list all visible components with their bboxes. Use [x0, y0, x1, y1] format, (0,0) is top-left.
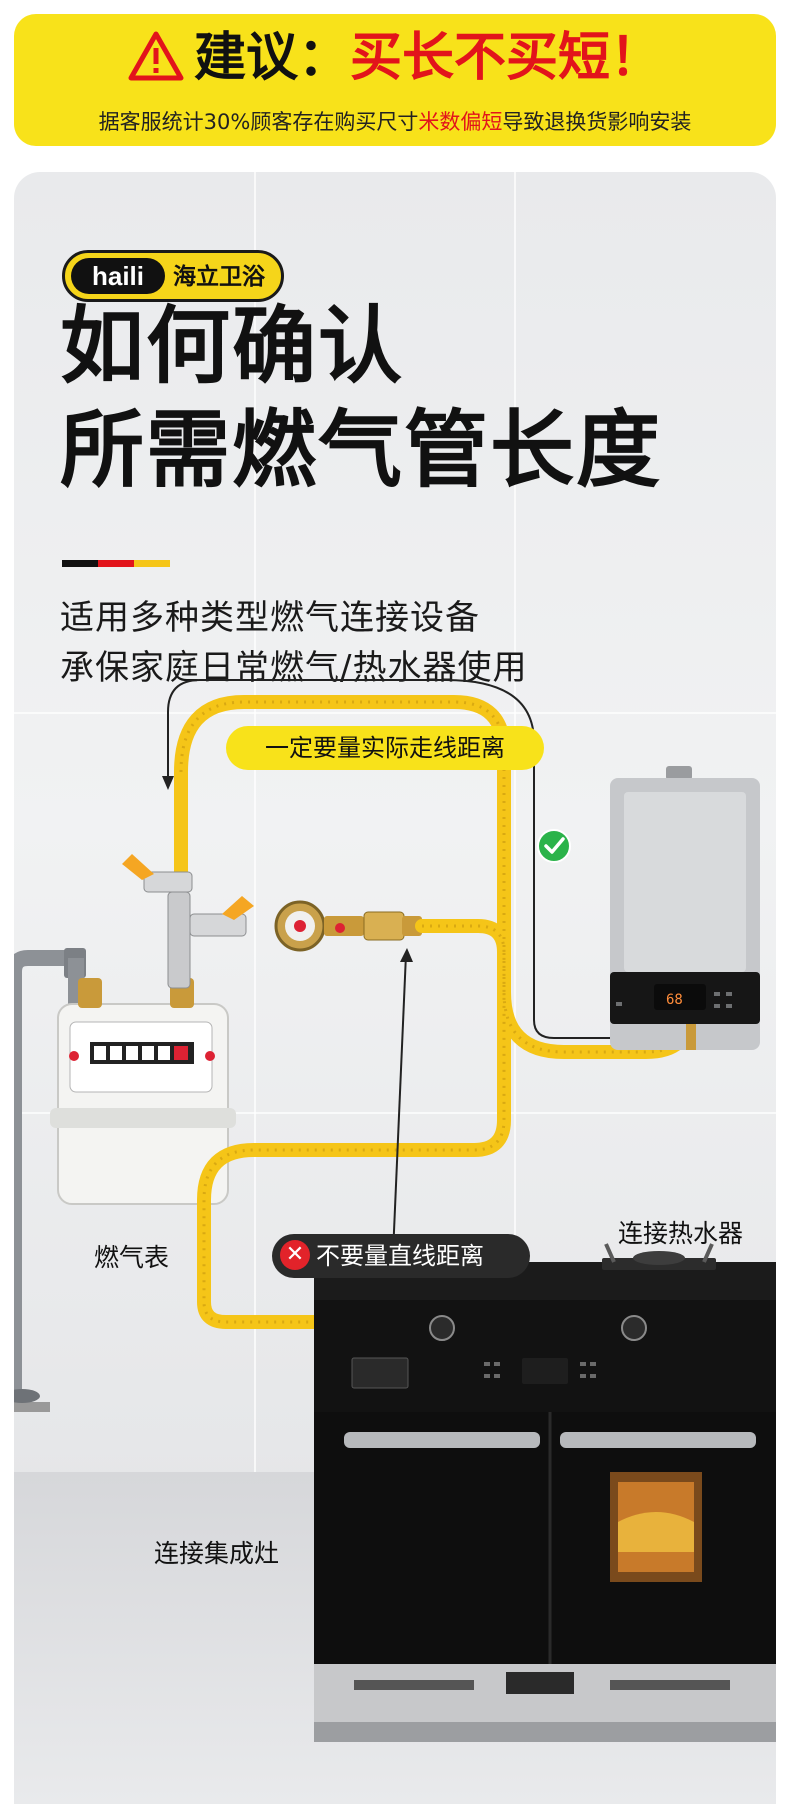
water-heater — [610, 766, 760, 1050]
check-circle-icon — [537, 829, 571, 863]
brand-logo: haili 海立卫浴 — [62, 250, 284, 302]
label-stove: 连接集成灶 — [154, 1539, 280, 1568]
banner-title: 建议：买长不买短！ — [14, 28, 776, 94]
wall-tile-line — [514, 172, 516, 1492]
cross-circle-icon: ✕ — [280, 1240, 310, 1270]
headline-line2: 所需燃气管长度 — [60, 401, 663, 499]
brand-logo-en: haili — [71, 258, 165, 294]
banner-sub-after: 导致退换货影响安装 — [502, 110, 692, 134]
integrated-stove — [314, 1243, 776, 1742]
arrow-head — [162, 776, 174, 790]
wall-tile-line — [254, 172, 256, 1492]
banner-sub-before: 据客服统计30%顾客存在购买尺寸 — [98, 110, 419, 134]
arrow-head — [400, 948, 413, 962]
installation-diagram: 68 — [14, 679, 776, 1742]
warning-banner: 建议：买长不买短！ 据客服统计30%顾客存在购买尺寸米数偏短导致退换货影响安装 — [14, 14, 776, 146]
warning-triangle-icon — [128, 31, 184, 94]
banner-subtitle: 据客服统计30%顾客存在购买尺寸米数偏短导致退换货影响安装 — [14, 106, 776, 136]
label-water-heater: 连接热水器 — [618, 1219, 744, 1248]
wall-tile-line — [14, 1112, 776, 1114]
subtitle-line2: 承保家庭日常燃气/热水器使用 — [60, 648, 528, 688]
heater-display: 68 — [666, 992, 683, 1008]
brand-logo-cn: 海立卫浴 — [173, 264, 265, 290]
headline-line1: 如何确认 — [60, 297, 405, 395]
tag-not-straight-text: 不要量直线距离 — [316, 1242, 484, 1270]
installation-scene: haili 海立卫浴 如何确认 所需燃气管长度 适用多种类型燃气连接设备 承保家… — [14, 172, 776, 1804]
wall-tile-line — [14, 712, 776, 714]
subtitle-line1: 适用多种类型燃气连接设备 — [60, 598, 480, 638]
tag-measure-actual-route: 一定要量实际走线距离 — [226, 726, 544, 770]
gas-meter — [50, 978, 236, 1205]
tag-not-straight-line: ✕ 不要量直线距离 — [272, 1234, 530, 1278]
banner-sub-highlight: 米数偏短 — [418, 110, 503, 134]
label-gas-meter: 燃气表 — [94, 1243, 170, 1272]
valve-assembly — [122, 772, 422, 989]
flag-stripe — [62, 560, 170, 567]
banner-title-black: 建议： — [193, 28, 350, 88]
banner-title-red: 买长不买短！ — [350, 28, 663, 88]
